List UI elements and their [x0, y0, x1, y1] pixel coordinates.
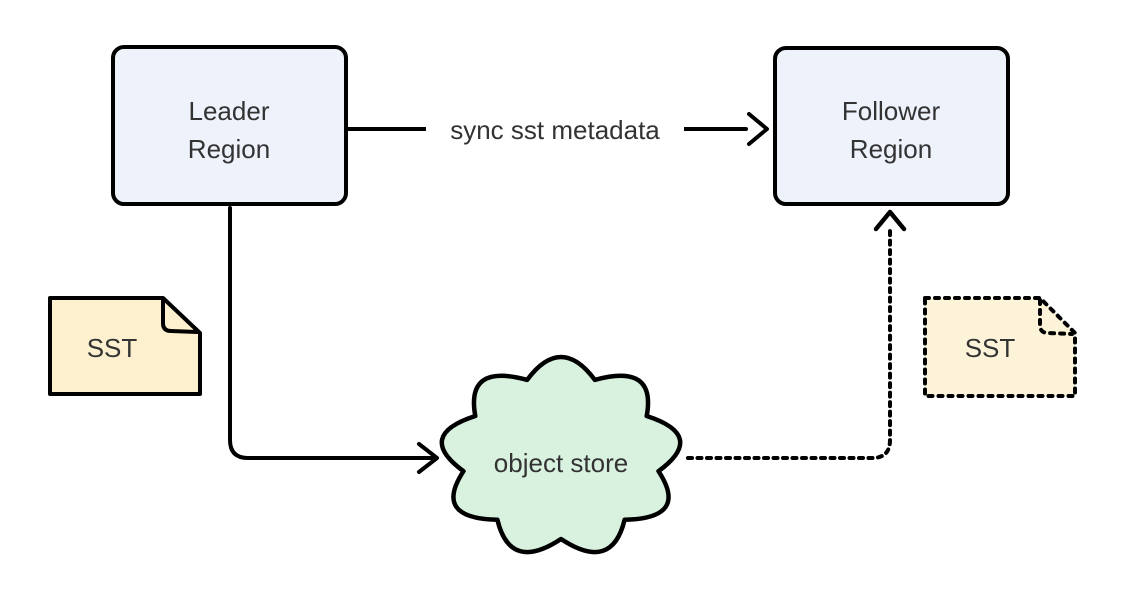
edge-object-store-to-follower [686, 209, 907, 460]
edge-sync-sst-metadata: sync sst metadata [346, 108, 769, 150]
follower-region-box [773, 46, 1010, 206]
follower-region-node: Follower Region [773, 46, 1010, 206]
object-store-cloud-icon [439, 354, 683, 555]
leader-region-label-line1: Leader [189, 96, 270, 126]
edge-leader-store-line [228, 206, 434, 460]
sst-right-label: SST [965, 333, 1016, 363]
object-store-label: object store [494, 448, 628, 478]
object-store-node: object store [439, 354, 683, 555]
follower-region-label-line2: Region [850, 134, 932, 164]
edge-leader-to-object-store [228, 206, 439, 474]
edge-sync-label: sync sst metadata [450, 115, 660, 145]
edge-sync-label-bg [426, 108, 684, 150]
sst-left-node: SST [48, 296, 202, 396]
follower-region-label-line1: Follower [842, 96, 941, 126]
leader-region-label-line2: Region [188, 134, 270, 164]
leader-region-box [111, 45, 348, 206]
sst-left-label: SST [87, 333, 138, 363]
arrowhead-up-icon [873, 209, 907, 232]
sst-right-folded-corner-icon [1038, 298, 1074, 336]
leader-region-node: Leader Region [111, 45, 348, 206]
sst-right-node: SST [923, 296, 1077, 398]
sst-left-folded-corner-icon [161, 298, 199, 334]
arrowhead-right-icon [417, 442, 439, 474]
edge-store-follower-dotted-line [686, 229, 892, 460]
sst-right-document-icon [923, 296, 1077, 398]
arrowhead-right-icon [747, 112, 769, 146]
